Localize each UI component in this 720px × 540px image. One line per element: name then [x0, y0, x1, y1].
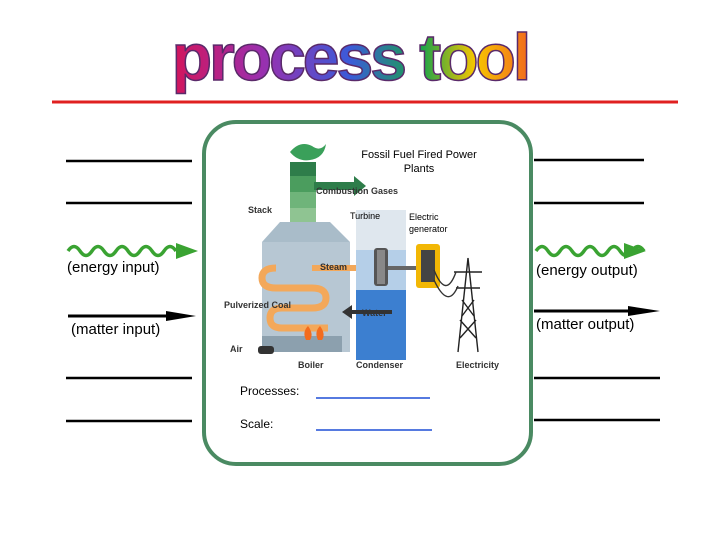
processes-label: Processes:	[240, 384, 300, 398]
condenser-label: Condenser	[356, 360, 404, 370]
steam-label: Steam	[320, 262, 347, 272]
water-arrow	[342, 305, 392, 319]
diagram-title: Fossil Fuel Fired Power Plants	[361, 149, 477, 175]
scale-label: Scale:	[240, 417, 274, 431]
turbine-label: Turbine	[350, 211, 381, 221]
turbine-icon	[374, 248, 420, 286]
air-label: Air	[230, 344, 243, 354]
matter-output-arrow	[534, 306, 660, 316]
matter-output-label: (matter output)	[536, 316, 635, 333]
pulverized-coal-label: Pulverized Coal	[224, 300, 291, 310]
water-label: Water	[362, 308, 387, 318]
energy-output-wave	[534, 243, 646, 259]
matter-input-arrow	[68, 311, 196, 321]
title-graphic: process tool	[52, 19, 678, 104]
matter-input-label: (matter input)	[71, 321, 161, 338]
energy-input-wave	[66, 243, 198, 259]
diagram-frame	[202, 120, 533, 466]
combustion-gases-label: Combustion Gases	[316, 186, 398, 196]
boiler-label: Boiler	[298, 360, 324, 370]
power-plant-diagram: Stack Combustion Gases Steam Pulverized …	[224, 144, 499, 370]
stack-label: Stack	[248, 205, 273, 215]
electricity-tower-icon	[433, 257, 482, 353]
boiler-icon	[258, 222, 350, 354]
gas-arrow	[314, 176, 366, 196]
electricity-label: Electricity	[456, 360, 499, 370]
energy-input-label: (energy input)	[67, 259, 160, 276]
stack-icon	[290, 144, 326, 222]
page-title: process tool	[172, 20, 528, 94]
generator-icon	[416, 244, 440, 288]
energy-output-label: (energy output)	[536, 262, 638, 279]
generator-label: Electric generator	[409, 212, 448, 234]
